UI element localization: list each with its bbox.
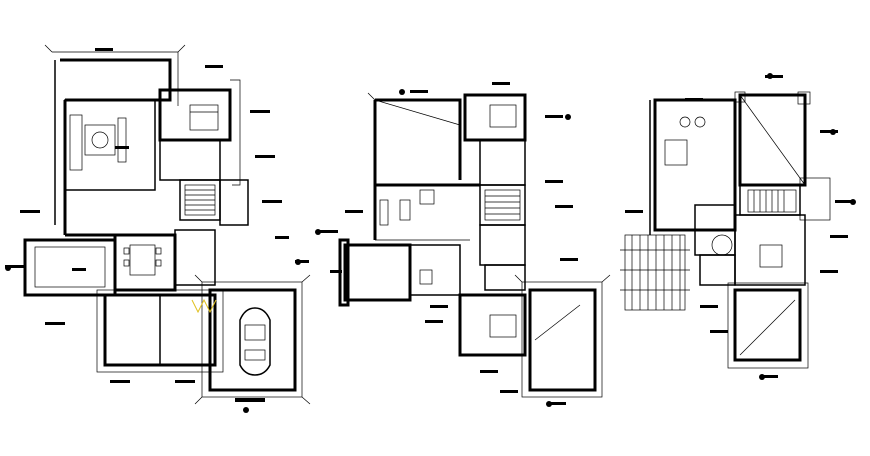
ground-floor-tags bbox=[5, 48, 309, 413]
ground-floor-walls bbox=[23, 44, 311, 405]
second-floor-plan bbox=[620, 73, 856, 380]
first-floor-walls bbox=[338, 92, 611, 398]
stair-icon bbox=[184, 184, 216, 216]
bed-icon bbox=[189, 104, 219, 131]
first-floor-furniture bbox=[379, 189, 435, 285]
second-floor-walls bbox=[649, 91, 831, 369]
first-floor-plan bbox=[315, 82, 611, 407]
first-floor-stair-icon bbox=[484, 189, 521, 221]
first-floor-bed-icon bbox=[489, 104, 517, 338]
ground-floor-plan bbox=[5, 44, 311, 413]
car-icon bbox=[239, 307, 271, 376]
first-floor-tags bbox=[315, 82, 578, 407]
highlight-marks bbox=[191, 298, 217, 314]
dining-table-icon bbox=[123, 244, 162, 276]
second-floor-stair-icon bbox=[711, 189, 797, 256]
second-floor-tags bbox=[625, 73, 856, 380]
second-floor-bed-icon bbox=[664, 116, 783, 268]
sofa-icon bbox=[69, 114, 127, 171]
pergola-icon bbox=[620, 234, 690, 311]
